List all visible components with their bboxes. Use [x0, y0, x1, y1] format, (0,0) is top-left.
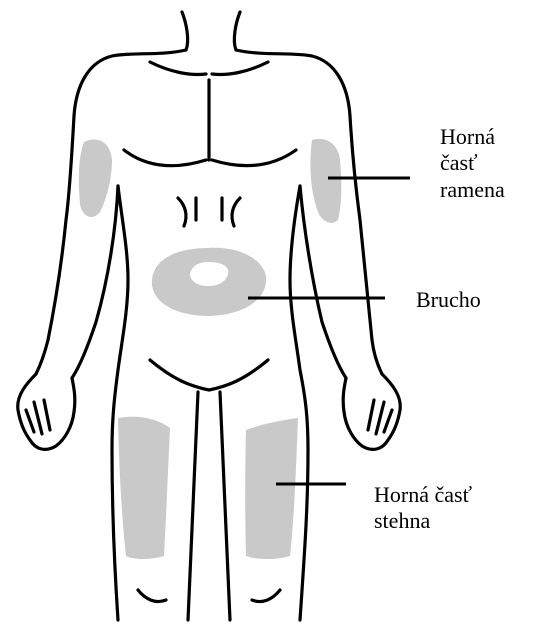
label-upper-arm-line-2: časť — [440, 150, 505, 176]
knees — [138, 590, 280, 602]
label-abdomen: Brucho — [416, 287, 481, 313]
label-upper-arm-line-1: Horná — [440, 124, 505, 150]
body-outline — [18, 12, 401, 620]
neck-right — [182, 12, 188, 50]
right-shoulder-arm-outer — [36, 50, 186, 374]
label-thigh-line-2: stehna — [374, 508, 472, 534]
abdominal-lines — [178, 198, 240, 226]
left-shoulder-arm-outer — [236, 50, 382, 374]
label-thigh-line-1: Horná časť — [374, 482, 472, 508]
zone-left-thigh — [245, 418, 298, 559]
right-hand — [18, 374, 75, 449]
zone-left-upper-arm — [310, 139, 341, 223]
right-leg-inner — [188, 392, 198, 620]
collarbones — [150, 62, 268, 75]
left-leg-inner — [220, 392, 230, 620]
torso-left-side — [290, 186, 308, 620]
left-hand — [343, 374, 400, 449]
label-upper-arm: Horná časť ramena — [440, 124, 505, 203]
zone-abdomen — [152, 248, 266, 316]
zone-right-thigh — [118, 417, 170, 559]
groin-line — [150, 360, 268, 390]
label-abdomen-text: Brucho — [416, 287, 481, 313]
label-thigh: Horná časť stehna — [374, 482, 472, 535]
torso-right-side — [112, 186, 128, 620]
zone-right-upper-arm — [79, 139, 112, 217]
neck-left — [234, 12, 240, 50]
label-upper-arm-line-3: ramena — [440, 177, 505, 203]
zone-navel — [203, 270, 215, 274]
